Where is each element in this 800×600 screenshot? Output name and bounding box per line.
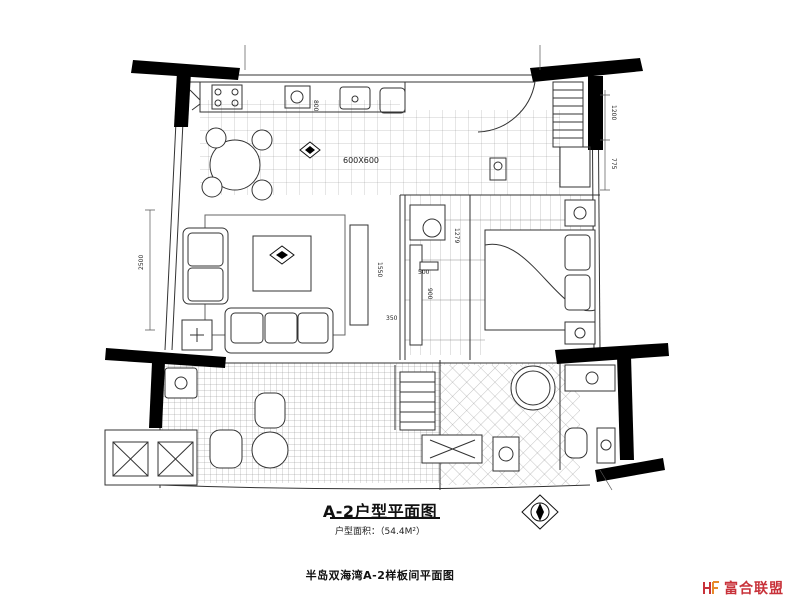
svg-text:2500: 2500 — [138, 255, 145, 270]
bedroom-furniture — [409, 199, 596, 346]
kitchen-counter — [189, 81, 406, 114]
living-room-furniture — [181, 214, 369, 354]
plan-title: A-2户型平面图 — [322, 502, 438, 521]
svg-text:350: 350 — [386, 315, 398, 322]
bathroom-fixtures — [399, 364, 616, 472]
svg-text:1200: 1200 — [610, 105, 617, 120]
title-underline — [330, 517, 440, 519]
svg-text:500: 500 — [418, 269, 430, 276]
plan-labels: 600X600 800 1200 775 1279 1550 500 900 2… — [138, 100, 617, 322]
svg-text:800: 800 — [312, 100, 319, 112]
area-subtitle: 户型面积：（54.4M²） — [335, 527, 425, 537]
svg-text:600X600: 600X600 — [343, 156, 379, 165]
dining-set — [201, 127, 273, 201]
plan-caption: 半岛双海湾A-2样板间平面图 — [305, 569, 455, 582]
svg-text:775: 775 — [610, 158, 617, 170]
entry-area — [470, 81, 591, 188]
brand-name: 富合联盟 — [724, 581, 784, 597]
svg-text:1550: 1550 — [376, 262, 383, 277]
hf-logo-icon — [703, 581, 719, 594]
structural-walls — [105, 58, 669, 482]
brand-watermark: 富合联盟 — [702, 578, 784, 598]
compass-icon — [521, 494, 559, 530]
svg-text:1279: 1279 — [453, 228, 460, 243]
section-markers — [269, 141, 321, 265]
svg-text:900: 900 — [426, 288, 433, 300]
dimension-lines — [145, 45, 613, 491]
balcony-furniture — [104, 367, 289, 486]
